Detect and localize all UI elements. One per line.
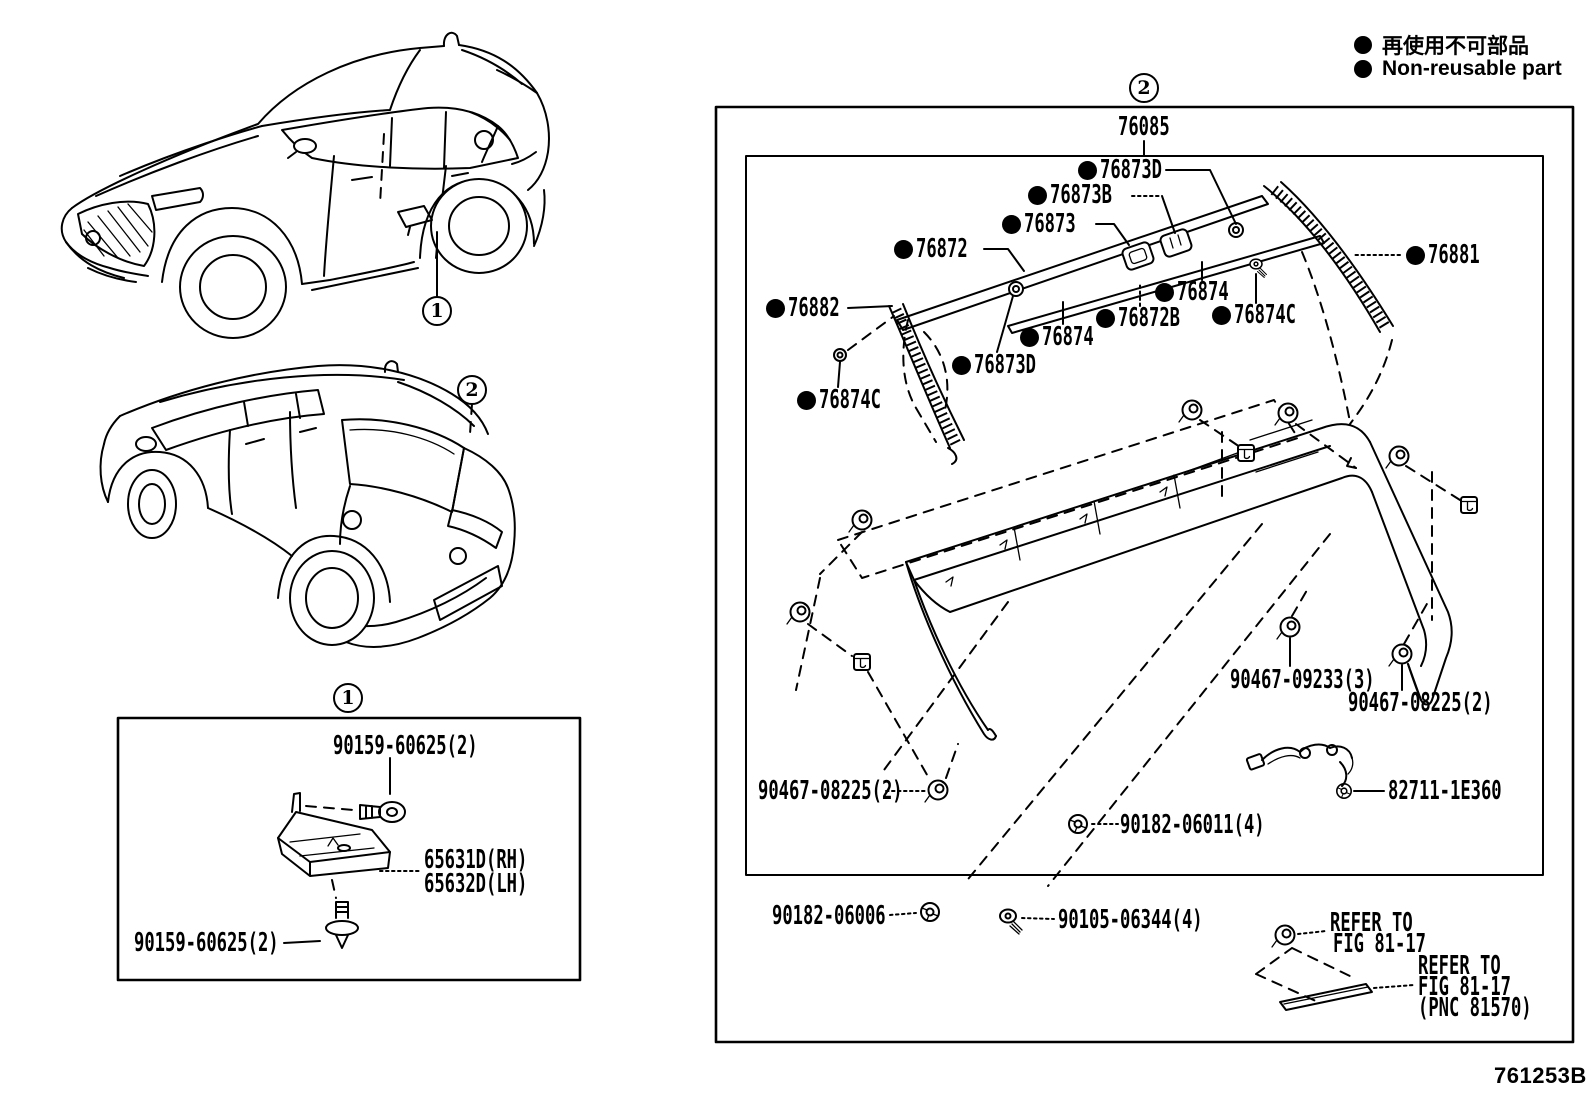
part-label-90467-08225-left[interactable]: 90467-08225(2) <box>758 776 903 806</box>
wire-harness-drawing <box>1245 743 1354 787</box>
refer-note-b-line2[interactable]: FIG 81-17 <box>1418 972 1511 1002</box>
roof-spoiler-edge <box>397 381 475 427</box>
brand-badge <box>449 547 467 565</box>
fastener-76874c-left <box>833 348 847 362</box>
spindle-grille <box>77 200 156 267</box>
grommet-76873d-top <box>1228 222 1244 238</box>
part-label-76873d-top[interactable]: 76873D <box>1078 155 1194 185</box>
push-pin-screw-top <box>359 804 381 820</box>
garnish-76882 <box>891 307 961 447</box>
part-label-90467-09233[interactable]: 90467-09233(3) <box>1230 665 1375 695</box>
screw-tip <box>335 934 349 949</box>
callout-1-car[interactable]: 1 <box>422 296 452 326</box>
leader-lines <box>837 140 1415 989</box>
clip-76873b <box>1159 228 1193 258</box>
part-label-76873b[interactable]: 76873B <box>1028 180 1144 210</box>
screw-thread <box>335 901 349 919</box>
non-reusable-bullet <box>797 390 816 410</box>
part-label-76874c-right[interactable]: 76874C <box>1212 300 1328 330</box>
figure1-box <box>116 716 582 982</box>
lens-piece-drawing <box>1255 947 1373 1011</box>
figure1-mudguard-detail <box>116 716 582 982</box>
fastener-hardware <box>786 399 1478 948</box>
side-mirror <box>293 138 317 154</box>
part-label-90159-60625-top[interactable]: 90159-60625(2) <box>333 731 478 761</box>
part-label-65631d-rh[interactable]: 65631D(RH) <box>424 845 528 875</box>
part-label-90182-06011[interactable]: 90182-06011(4) <box>1120 810 1265 840</box>
non-reusable-bullet <box>1078 160 1097 180</box>
ghost-outline <box>837 399 1299 579</box>
part-label-76874-right[interactable]: 76874 <box>1155 277 1255 307</box>
refer-note-b-line1[interactable]: REFER TO <box>1418 951 1501 981</box>
part-label-76872b[interactable]: 76872B <box>1096 303 1212 333</box>
non-reusable-bullet <box>952 355 971 375</box>
side-mirror <box>135 436 157 452</box>
rear-spoiler-body <box>837 399 1453 741</box>
non-reusable-bullet <box>1406 245 1425 265</box>
part-label-76873d-mid[interactable]: 76873D <box>952 350 1068 380</box>
refer-note-a-line1[interactable]: REFER TO <box>1330 908 1413 938</box>
part-label-76882[interactable]: 76882 <box>766 293 866 323</box>
headlight <box>151 187 204 211</box>
part-label-90105-06344[interactable]: 90105-06344(4) <box>1058 905 1203 935</box>
part-label-76874c-left[interactable]: 76874C <box>797 385 913 415</box>
part-label-76085[interactable]: 76085 <box>1118 112 1170 142</box>
non-reusable-bullet <box>1096 308 1115 328</box>
install-arrow <box>1346 457 1357 469</box>
part-label-76874-mid[interactable]: 76874 <box>1020 322 1120 352</box>
callout-2-figure[interactable]: 2 <box>1129 73 1159 103</box>
antenna-fin <box>442 31 460 47</box>
figure-code: 761253B <box>1494 1063 1587 1088</box>
non-reusable-bullet <box>894 239 913 259</box>
non-reusable-bullet <box>1212 305 1231 325</box>
car-rear-view <box>99 360 516 648</box>
part-label-65632d-lh[interactable]: 65632D(LH) <box>424 869 528 899</box>
callout-2-car[interactable]: 2 <box>457 375 487 405</box>
fastener-76874c-right <box>1249 258 1268 279</box>
legend-non-reusable-en: Non-reusable part <box>1354 57 1562 81</box>
callout-2-leader <box>469 403 473 435</box>
part-label-90159-60625-bottom[interactable]: 90159-60625(2) <box>134 928 279 958</box>
fuel-door <box>342 510 362 530</box>
refer-note-a-line2[interactable]: FIG 81-17 <box>1333 929 1426 959</box>
non-reusable-bullet <box>1354 60 1372 78</box>
callout-1-figure[interactable]: 1 <box>333 683 363 713</box>
part-label-90467-08225-right[interactable]: 90467-08225(2) <box>1348 688 1493 718</box>
non-reusable-bullet <box>1020 327 1039 347</box>
refer-note-b-line3[interactable]: (PNC 81570) <box>1418 993 1532 1023</box>
legend-non-reusable-jp: 再使用不可部品 <box>1354 30 1529 60</box>
non-reusable-bullet <box>1028 185 1047 205</box>
figure2-outer-box <box>714 105 1575 1044</box>
mudguard-location <box>397 205 433 236</box>
non-reusable-bullet <box>766 298 785 318</box>
part-label-90182-06006[interactable]: 90182-06006 <box>772 901 886 931</box>
part-label-82711-1e360[interactable]: 82711-1E360 <box>1388 776 1502 806</box>
non-reusable-bullet <box>1002 214 1021 234</box>
brand-badge <box>85 230 101 246</box>
non-reusable-bullet <box>1155 282 1174 302</box>
part-label-76872[interactable]: 76872 <box>894 234 994 264</box>
part-label-76881[interactable]: 76881 <box>1406 240 1506 270</box>
bracket-spike <box>291 792 301 813</box>
grommet-76873d-mid <box>1008 281 1024 297</box>
car-front-view <box>60 31 550 339</box>
part-label-76873[interactable]: 76873 <box>1002 209 1102 239</box>
antenna-fin <box>383 360 399 373</box>
taillight <box>447 509 503 549</box>
non-reusable-bullet <box>1354 36 1372 54</box>
bracket-top-face <box>277 811 391 863</box>
clip-76873 <box>1121 241 1155 271</box>
